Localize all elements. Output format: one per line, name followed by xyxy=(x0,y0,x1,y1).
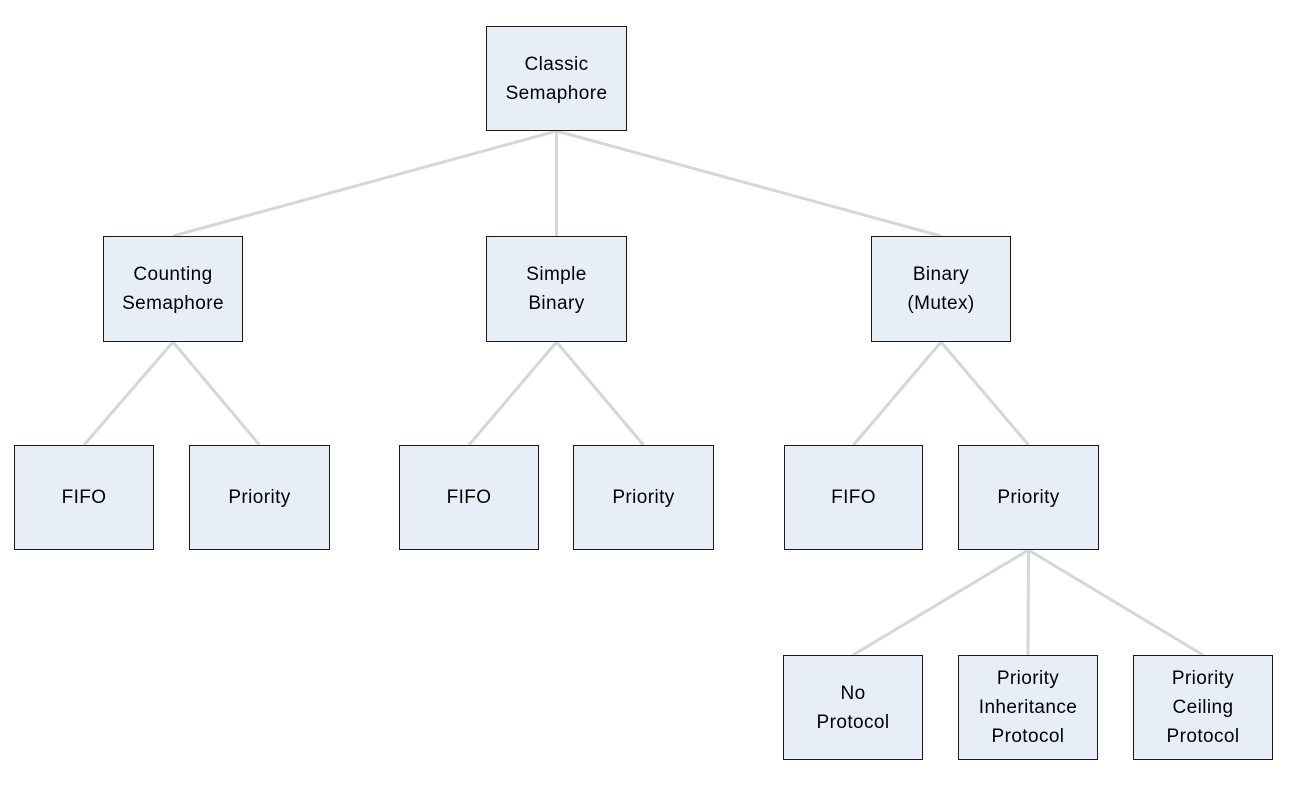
node-label: Priority Inheritance Protocol xyxy=(978,668,1078,747)
edge-binary-mutex-to-priority-binary xyxy=(939,341,1030,446)
diagram-node-priority-simple: Priority xyxy=(573,445,714,550)
edge-classic-semaphore-to-binary-mutex xyxy=(556,129,942,238)
diagram-node-fifo-binary: FIFO xyxy=(784,445,923,550)
edge-simple-binary-to-fifo-simple xyxy=(467,341,558,446)
node-label: Binary (Mutex) xyxy=(907,264,975,314)
diagram-node-classic-semaphore: Classic Semaphore xyxy=(486,26,627,131)
edge-priority-binary-to-priority-inheritance-protocol xyxy=(1026,549,1030,656)
diagram-node-priority-ceiling-protocol: Priority Ceiling Protocol xyxy=(1133,655,1273,760)
edge-classic-semaphore-to-counting-semaphore xyxy=(172,129,557,238)
diagram-node-fifo-counting: FIFO xyxy=(14,445,154,550)
diagram-node-priority-counting: Priority xyxy=(189,445,330,550)
diagram-node-priority-binary: Priority xyxy=(958,445,1099,550)
edge-priority-binary-to-priority-ceiling-protocol xyxy=(1027,548,1204,657)
node-label: Priority Ceiling Protocol xyxy=(1166,668,1240,747)
node-label: FIFO xyxy=(831,487,876,508)
node-label: FIFO xyxy=(446,487,492,508)
node-label: Counting Semaphore xyxy=(122,264,224,314)
node-label: Priority xyxy=(997,487,1060,508)
edge-simple-binary-to-priority-simple xyxy=(555,341,645,446)
diagram-node-no-protocol: No Protocol xyxy=(783,655,923,760)
edge-binary-mutex-to-fifo-binary xyxy=(852,341,943,446)
node-label: No Protocol xyxy=(816,682,890,733)
node-label: Simple Binary xyxy=(526,264,587,314)
edge-counting-semaphore-to-fifo-counting xyxy=(82,341,175,446)
diagram-node-counting-semaphore: Counting Semaphore xyxy=(103,236,243,342)
node-label: Classic Semaphore xyxy=(505,53,608,104)
diagram-node-simple-binary: Simple Binary xyxy=(486,236,627,342)
edge-priority-binary-to-no-protocol xyxy=(852,548,1030,657)
diagram-node-fifo-simple: FIFO xyxy=(399,445,539,550)
node-label: FIFO xyxy=(61,487,107,508)
node-label: Priority xyxy=(612,487,675,508)
diagram-node-priority-inheritance-protocol: Priority Inheritance Protocol xyxy=(958,655,1098,760)
edge-counting-semaphore-to-priority-counting xyxy=(171,341,261,446)
diagram-node-binary-mutex: Binary (Mutex) xyxy=(871,236,1011,342)
node-label: Priority xyxy=(228,487,291,508)
